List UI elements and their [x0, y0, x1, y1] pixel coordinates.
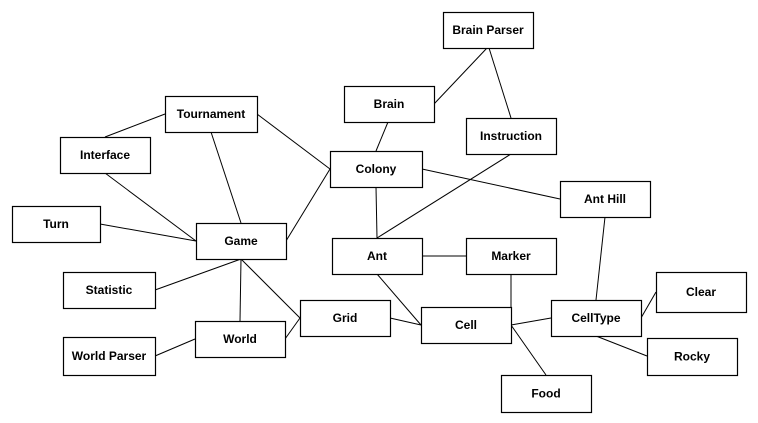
edge-celltype-clear	[640, 291, 657, 319]
node-box-world	[194, 320, 287, 359]
edge-statistic-game	[154, 258, 242, 291]
edge-tournament-interface	[104, 113, 166, 138]
node-tournament: Tournament	[164, 95, 259, 134]
node-box-turn	[11, 205, 102, 244]
node-box-celltype	[550, 299, 643, 338]
node-box-colony	[329, 150, 424, 189]
node-label-world-parser: World Parser	[72, 349, 147, 363]
node-box-tournament	[164, 95, 259, 134]
node-label-ant-hill: Ant Hill	[584, 192, 626, 206]
node-box-ant-hill	[559, 180, 652, 219]
node-label-statistic: Statistic	[86, 283, 133, 297]
node-interface: Interface	[59, 136, 152, 175]
node-brain: Brain	[343, 85, 436, 124]
edge-celltype-ant-hill	[595, 216, 606, 301]
node-box-grid	[299, 299, 392, 338]
node-statistic: Statistic	[62, 271, 157, 310]
node-box-statistic	[62, 271, 157, 310]
node-label-instruction: Instruction	[480, 129, 542, 143]
node-layer: Brain ParserBrainTournamentInstructionIn…	[11, 11, 748, 414]
node-label-grid: Grid	[333, 311, 358, 325]
node-label-marker: Marker	[491, 249, 531, 263]
node-clear: Clear	[655, 271, 748, 314]
node-label-turn: Turn	[43, 217, 69, 231]
node-world: World	[194, 320, 287, 359]
node-turn: Turn	[11, 205, 102, 244]
edge-layer	[99, 47, 657, 376]
edge-brain-parser-instruction	[488, 47, 512, 119]
node-label-game: Game	[224, 234, 258, 248]
node-box-interface	[59, 136, 152, 175]
edge-cell-food	[510, 324, 547, 376]
node-rocky: Rocky	[646, 337, 739, 377]
edge-ant-cell	[376, 273, 422, 326]
node-box-brain	[343, 85, 436, 124]
node-label-rocky: Rocky	[674, 350, 710, 364]
node-cell: Cell	[420, 306, 513, 345]
node-food: Food	[500, 374, 593, 414]
node-world-parser: World Parser	[62, 336, 157, 377]
edge-celltype-rocky	[595, 335, 648, 357]
node-label-tournament: Tournament	[177, 107, 245, 121]
node-box-clear	[655, 271, 748, 314]
node-box-ant	[331, 237, 424, 276]
node-label-colony: Colony	[356, 162, 397, 176]
node-ant: Ant	[331, 237, 424, 276]
edge-colony-ant	[375, 186, 378, 239]
edge-grid-cell	[389, 317, 422, 326]
edge-tournament-game	[210, 131, 242, 224]
edge-turn-game	[99, 223, 197, 242]
edge-instruction-ant	[376, 153, 512, 239]
edge-game-colony	[285, 168, 331, 242]
edge-brain-colony	[375, 121, 389, 152]
node-label-ant: Ant	[367, 249, 387, 263]
node-label-food: Food	[531, 387, 560, 401]
node-box-cell	[420, 306, 513, 345]
node-game: Game	[195, 222, 288, 261]
edge-world-world-parser	[154, 338, 196, 357]
node-label-celltype: CellType	[571, 311, 620, 325]
node-box-marker	[465, 237, 558, 276]
node-celltype: CellType	[550, 299, 643, 338]
node-label-clear: Clear	[686, 285, 716, 299]
edge-colony-ant-hill	[421, 168, 561, 200]
edge-cell-celltype	[510, 317, 552, 326]
node-label-cell: Cell	[455, 318, 477, 332]
node-marker: Marker	[465, 237, 558, 276]
node-box-world-parser	[62, 336, 157, 377]
node-label-world: World	[223, 332, 257, 346]
edge-brain-parser-brain	[433, 47, 488, 105]
node-brain-parser: Brain Parser	[442, 11, 535, 50]
node-box-brain-parser	[442, 11, 535, 50]
node-label-interface: Interface	[80, 148, 130, 162]
node-ant-hill: Ant Hill	[559, 180, 652, 219]
edge-interface-game	[104, 172, 197, 242]
node-box-rocky	[646, 337, 739, 377]
node-colony: Colony	[329, 150, 424, 189]
node-label-brain: Brain	[374, 97, 405, 111]
node-label-brain-parser: Brain Parser	[452, 23, 524, 37]
node-box-game	[195, 222, 288, 261]
node-box-food	[500, 374, 593, 414]
node-box-instruction	[465, 117, 558, 156]
edge-grid-world	[284, 317, 301, 340]
node-instruction: Instruction	[465, 117, 558, 156]
edge-game-world	[239, 258, 242, 322]
edge-game-grid	[240, 258, 301, 319]
edge-tournament-colony	[256, 113, 331, 170]
node-grid: Grid	[299, 299, 392, 338]
